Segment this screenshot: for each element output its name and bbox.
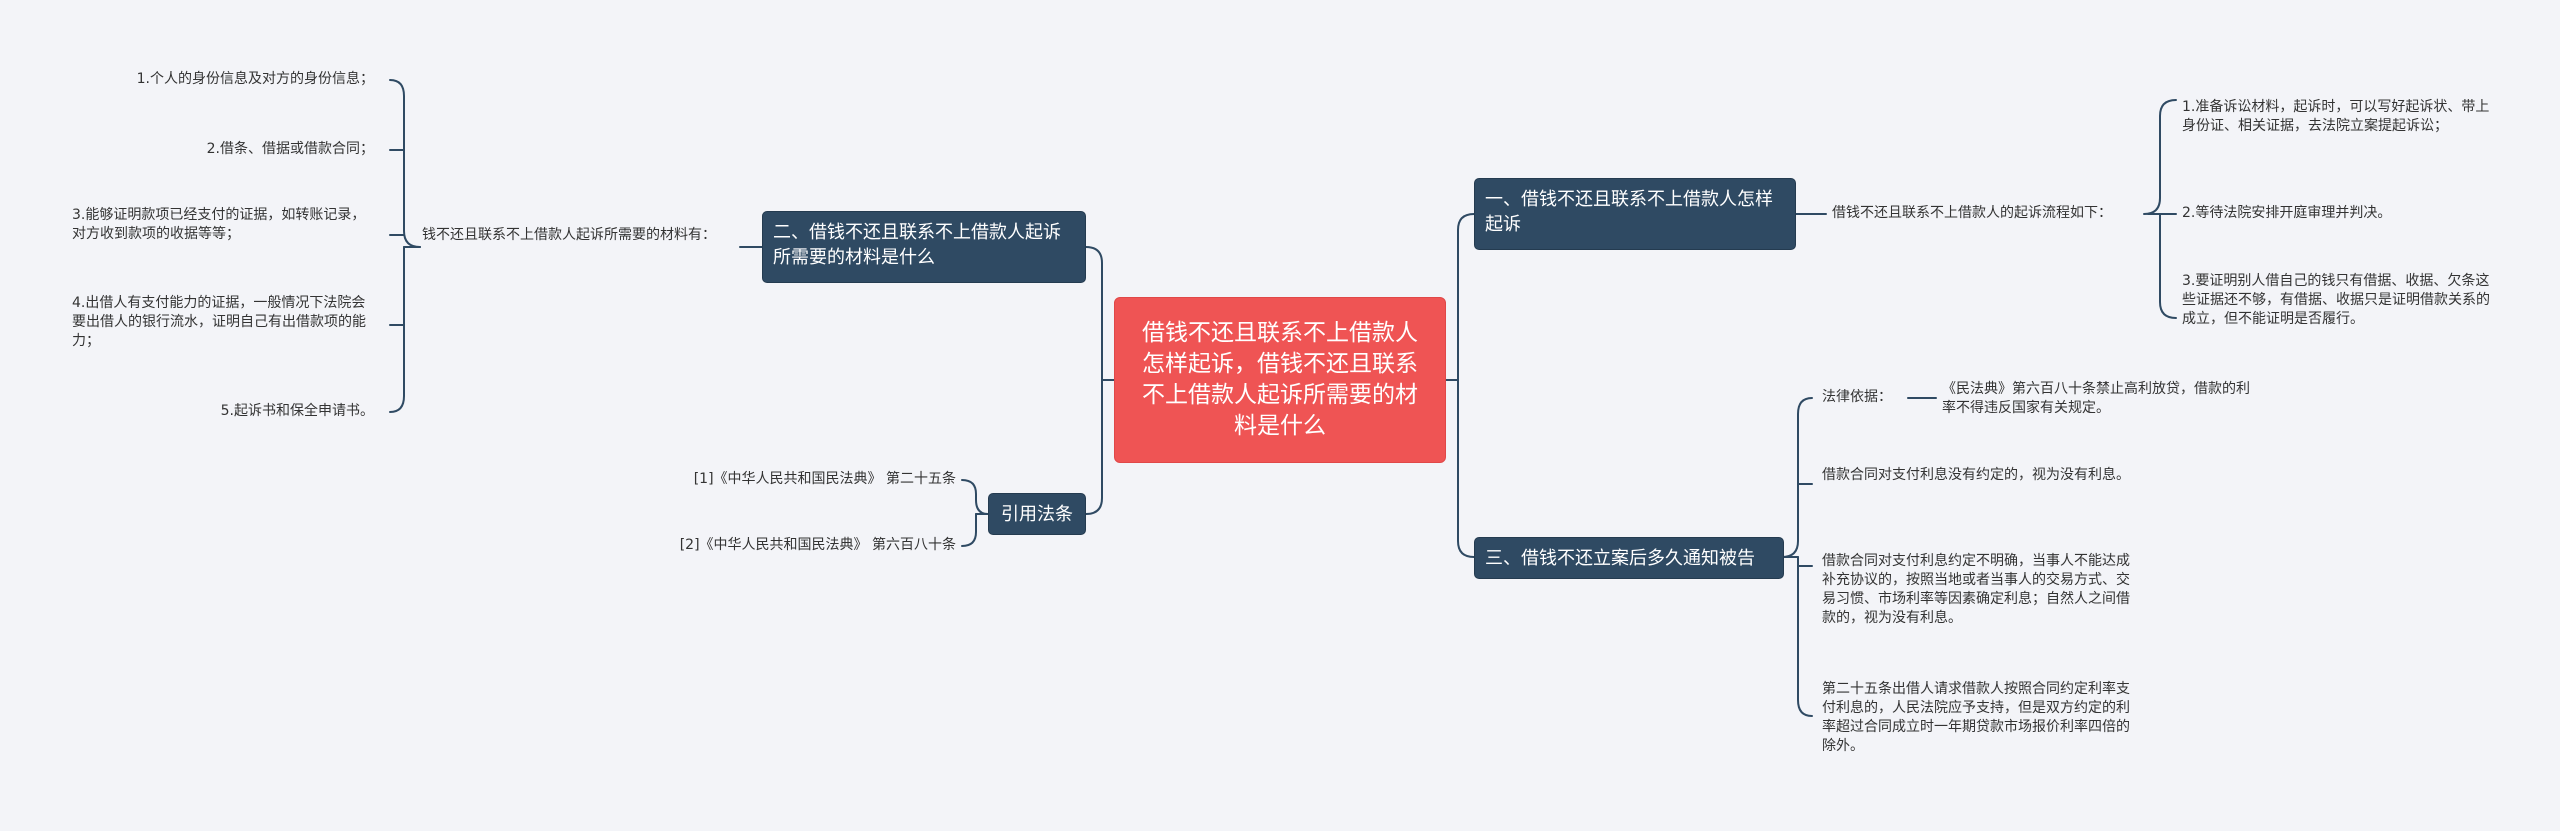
branch-required-materials[interactable]: 二、借钱不还且联系不上借款人起诉所需要的材料是什么 — [762, 211, 1086, 283]
branch-notify-defendant-label: 三、借钱不还立案后多久通知被告 — [1485, 548, 1755, 569]
branch-how-to-sue-label: 一、借钱不还且联系不上借款人怎样起诉 — [1485, 189, 1773, 235]
citation-item[interactable]: [2]《中华人民共和国民法典》 第六百八十条 — [600, 536, 956, 555]
list-item-text: 借款合同对支付利息约定不明确，当事人不能达成补充协议的，按照当地或者当事人的交易… — [1822, 553, 2130, 626]
list-item-text: 第二十五条出借人请求借款人按照合同约定利率支付利息的，人民法院应予支持，但是双方… — [1822, 681, 2130, 754]
list-item-text: 2.等待法院安排开庭审理并判决。 — [2182, 205, 2392, 221]
branch-how-to-sue[interactable]: 一、借钱不还且联系不上借款人怎样起诉 — [1474, 178, 1796, 250]
list-item[interactable]: 借款合同对支付利息没有约定的，视为没有利息。 — [1822, 466, 2132, 485]
citation-item[interactable]: [1]《中华人民共和国民法典》 第二十五条 — [600, 470, 956, 489]
root-topic-label: 借钱不还且联系不上借款人怎样起诉，借钱不还且联系不上借款人起诉所需要的材料是什么 — [1142, 320, 1418, 439]
list-item-text: 1.准备诉讼材料，起诉时，可以写好起诉状、带上身份证、相关证据，去法院立案提起诉… — [2182, 99, 2490, 134]
list-item-text: 3.要证明别人借自己的钱只有借据、收据、欠条这些证据还不够，有借据、收据只是证明… — [2182, 273, 2490, 327]
list-item-text: 3.能够证明款项已经支付的证据，如转账记录，对方收到款项的收据等等； — [72, 207, 366, 242]
list-item[interactable]: 2.等待法院安排开庭审理并判决。 — [2182, 204, 2492, 223]
branch-required-materials-subtopic[interactable]: 钱不还且联系不上借款人起诉所需要的材料有： — [422, 226, 734, 245]
branch-cited-laws[interactable]: 引用法条 — [988, 493, 1086, 535]
branch-notify-defendant[interactable]: 三、借钱不还立案后多久通知被告 — [1474, 537, 1784, 579]
list-item[interactable]: 1.个人的身份信息及对方的身份信息； — [64, 70, 374, 89]
list-item[interactable]: 第二十五条出借人请求借款人按照合同约定利率支付利息的，人民法院应予支持，但是双方… — [1822, 680, 2132, 756]
root-topic[interactable]: 借钱不还且联系不上借款人怎样起诉，借钱不还且联系不上借款人起诉所需要的材料是什么 — [1114, 297, 1446, 463]
branch-cited-laws-label: 引用法条 — [1001, 504, 1073, 525]
list-item[interactable]: 1.准备诉讼材料，起诉时，可以写好起诉状、带上身份证、相关证据，去法院立案提起诉… — [2182, 98, 2492, 136]
list-item[interactable]: 借款合同对支付利息约定不明确，当事人不能达成补充协议的，按照当地或者当事人的交易… — [1822, 552, 2132, 628]
legal-basis-text-content: 《民法典》第六百八十条禁止高利放贷，借款的利率不得违反国家有关规定。 — [1942, 381, 2250, 416]
list-item[interactable]: 5.起诉书和保全申请书。 — [64, 402, 374, 421]
subtopic-label: 钱不还且联系不上借款人起诉所需要的材料有： — [422, 227, 716, 243]
list-item-text: 借款合同对支付利息没有约定的，视为没有利息。 — [1822, 467, 2130, 483]
list-item[interactable]: 4.出借人有支付能力的证据，一般情况下法院会要出借人的银行流水，证明自己有出借款… — [72, 294, 378, 351]
legal-basis-label[interactable]: 法律依据： — [1822, 388, 1922, 407]
citation-text: [2]《中华人民共和国民法典》 第六百八十条 — [679, 537, 956, 553]
list-item-text: 1.个人的身份信息及对方的身份信息； — [136, 71, 374, 87]
subtopic-label: 借钱不还且联系不上借款人的起诉流程如下： — [1832, 205, 2112, 221]
citation-text: [1]《中华人民共和国民法典》 第二十五条 — [693, 471, 956, 487]
list-item[interactable]: 2.借条、借据或借款合同； — [64, 140, 374, 159]
list-item[interactable]: 3.要证明别人借自己的钱只有借据、收据、欠条这些证据还不够，有借据、收据只是证明… — [2182, 272, 2492, 329]
list-item-text: 2.借条、借据或借款合同； — [206, 141, 374, 157]
legal-basis-label-text: 法律依据： — [1822, 389, 1892, 405]
legal-basis-text[interactable]: 《民法典》第六百八十条禁止高利放贷，借款的利率不得违反国家有关规定。 — [1942, 380, 2252, 418]
branch-required-materials-label: 二、借钱不还且联系不上借款人起诉所需要的材料是什么 — [773, 222, 1061, 268]
list-item-text: 4.出借人有支付能力的证据，一般情况下法院会要出借人的银行流水，证明自己有出借款… — [72, 295, 366, 349]
list-item-text: 5.起诉书和保全申请书。 — [220, 403, 374, 419]
branch-how-to-sue-subtopic[interactable]: 借钱不还且联系不上借款人的起诉流程如下： — [1832, 204, 2152, 223]
list-item[interactable]: 3.能够证明款项已经支付的证据，如转账记录，对方收到款项的收据等等； — [72, 206, 378, 244]
